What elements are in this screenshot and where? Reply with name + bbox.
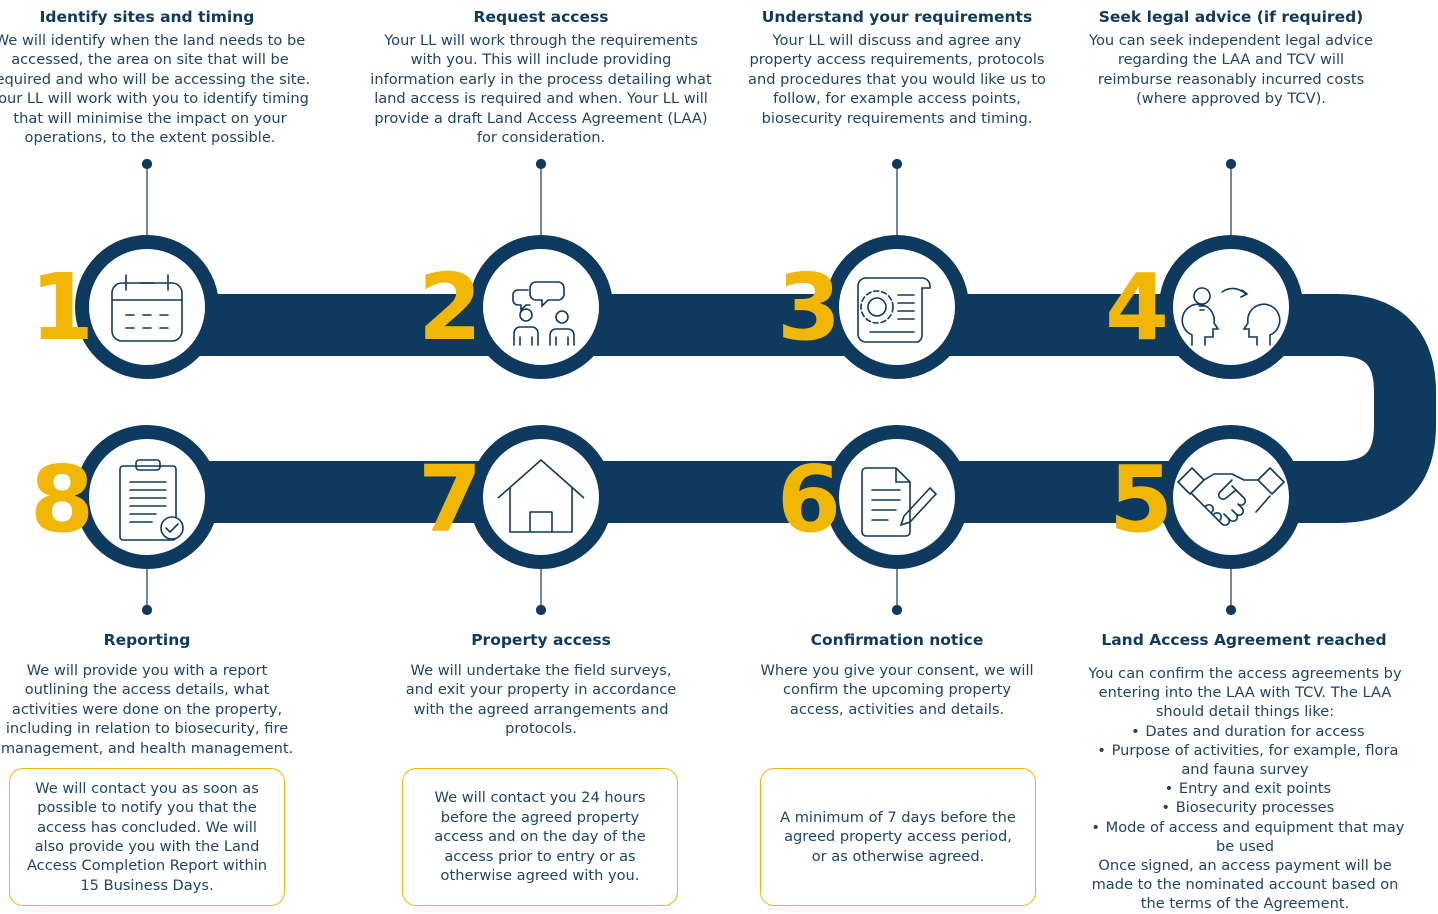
step-6-note: A minimum of 7 days before the agreed pr… xyxy=(760,768,1036,906)
step-7-note-text: We will contact you 24 hours before the … xyxy=(434,789,646,885)
step-1-description: We will identify when the land needs to … xyxy=(0,32,311,147)
list-item: •Biosecurity processes xyxy=(1161,799,1335,817)
step-4-title: Seek legal advice (if required) xyxy=(1098,8,1364,26)
calendar-icon xyxy=(111,274,183,342)
list-item: •Entry and exit points xyxy=(1164,780,1332,798)
gear-document-icon xyxy=(857,277,931,343)
step-number-1: 1 xyxy=(30,254,95,361)
step-1-title: Identify sites and timing xyxy=(39,8,255,26)
house-icon xyxy=(497,459,585,533)
track-path xyxy=(147,294,1436,523)
step-5-bullets: •Dates and duration for access •Purpose … xyxy=(1080,722,1410,856)
step-circle-7 xyxy=(469,425,613,569)
handshake-icon xyxy=(1177,467,1285,527)
step-circle-3 xyxy=(825,235,969,379)
step-8-title: Reporting xyxy=(103,631,191,649)
step-number-2: 2 xyxy=(418,254,483,361)
list-item: •Mode of access and equipment that may b… xyxy=(1091,818,1405,855)
step-8-note: We will contact you as soon as possible … xyxy=(9,768,285,906)
list-item: •Dates and duration for access xyxy=(1131,722,1365,740)
step-7-title: Property access xyxy=(471,631,611,649)
step-circle-4 xyxy=(1159,235,1303,379)
step-5-intro: You can confirm the access agreements by… xyxy=(1088,665,1402,721)
step-number-3: 3 xyxy=(777,254,842,361)
step-number-7: 7 xyxy=(418,446,483,553)
bottom-connectors xyxy=(141,566,1237,616)
step-5-outro: Once signed, an access payment will be m… xyxy=(1091,857,1399,913)
step-8-description: We will provide you with a report outlin… xyxy=(0,662,294,757)
step-circle-1 xyxy=(75,235,219,379)
step-circle-2 xyxy=(469,235,613,379)
step-6-description: Where you give your consent, we will con… xyxy=(760,662,1034,718)
step-number-5: 5 xyxy=(1109,446,1174,553)
step-6-title: Confirmation notice xyxy=(810,631,984,649)
list-item: •Purpose of activities, for example, flo… xyxy=(1097,741,1399,779)
top-connectors xyxy=(141,158,1237,244)
step-8-note-text: We will contact you as soon as possible … xyxy=(26,779,268,894)
step-5-details: You can confirm the access agreements by… xyxy=(1080,664,1410,914)
step-circle-8 xyxy=(75,425,219,569)
edit-document-icon xyxy=(861,467,938,537)
clipboard-check-icon xyxy=(119,459,184,541)
step-4-description: You can seek independent legal advice re… xyxy=(1088,32,1374,108)
step-number-6: 6 xyxy=(777,446,842,553)
step-2-title: Request access xyxy=(473,8,609,26)
step-circle-5 xyxy=(1159,425,1303,569)
step-7-note: We will contact you 24 hours before the … xyxy=(402,768,678,906)
step-circle-6 xyxy=(825,425,969,569)
step-3-title: Understand your requirements xyxy=(761,8,1033,26)
step-6-note-text: A minimum of 7 days before the agreed pr… xyxy=(780,808,1016,865)
step-2-description: Your LL will work through the requiremen… xyxy=(370,32,712,147)
step-7-description: We will undertake the field surveys, and… xyxy=(405,662,677,738)
step-number-4: 4 xyxy=(1105,254,1170,361)
step-5-title: Land Access Agreement reached xyxy=(1101,631,1387,649)
step-3-description: Your LL will discuss and agree any prope… xyxy=(748,32,1046,127)
idea-exchange-icon xyxy=(1181,287,1281,346)
step-number-8: 8 xyxy=(30,446,95,553)
conversation-icon xyxy=(512,281,575,346)
